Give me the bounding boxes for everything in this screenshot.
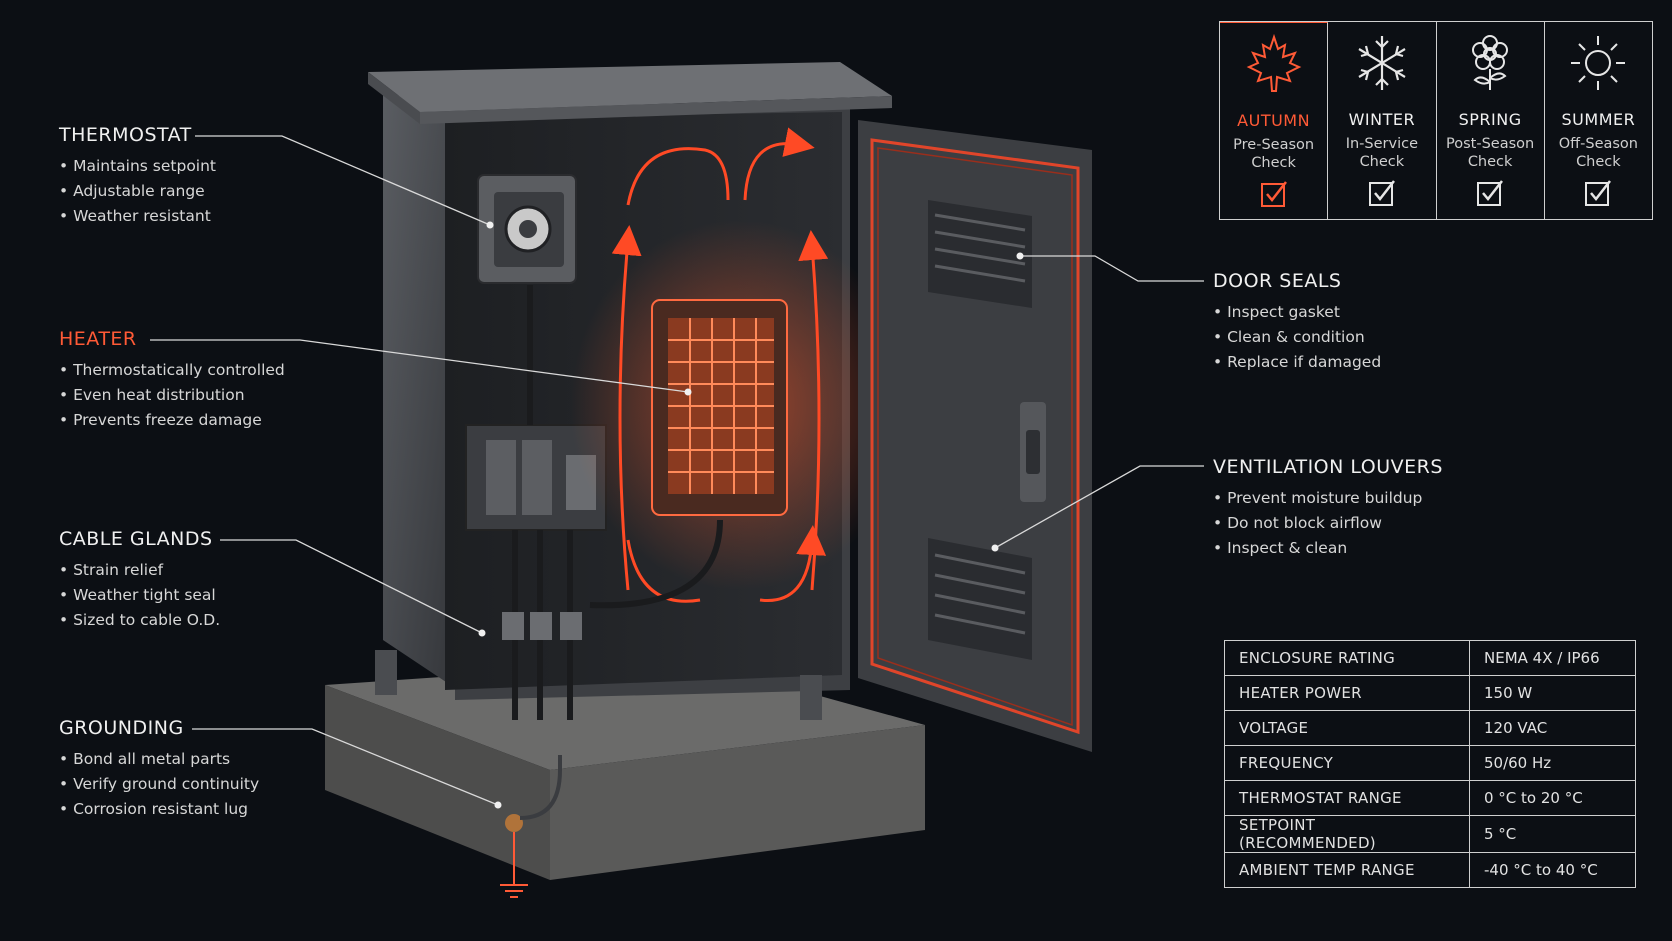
season-winter: WINTER In-Service Check xyxy=(1328,22,1437,219)
callout-bullets: Thermostatically controlled Even heat di… xyxy=(59,358,285,433)
season-name: SPRING xyxy=(1458,110,1522,129)
callout-title: THERMOSTAT xyxy=(59,124,192,146)
bullet-item: Adjustable range xyxy=(59,179,216,204)
callout-door-seals: DOOR SEALS Inspect gasket Clean & condit… xyxy=(1213,270,1381,375)
airflow-arrows xyxy=(611,127,829,603)
spec-value: -40 °C to 40 °C xyxy=(1469,852,1636,888)
callout-title: HEATER xyxy=(59,328,137,350)
bullet-item: Strain relief xyxy=(59,558,220,583)
callout-title: DOOR SEALS xyxy=(1213,270,1342,292)
bullet-item: Clean & condition xyxy=(1213,325,1381,350)
callout-title: GROUNDING xyxy=(59,717,184,739)
sun-icon xyxy=(1571,36,1626,90)
checkbox-checked-icon[interactable] xyxy=(1584,179,1612,207)
spec-label: ENCLOSURE RATING xyxy=(1224,640,1470,676)
callout-cable-glands: CABLE GLANDS Strain relief Weather tight… xyxy=(59,528,220,633)
spec-label: VOLTAGE xyxy=(1224,710,1470,746)
spec-value: 0 °C to 20 °C xyxy=(1469,780,1636,816)
callout-bullets: Prevent moisture buildup Do not block ai… xyxy=(1213,486,1443,561)
cabinet-leg xyxy=(375,650,397,695)
spec-label: THERMOSTAT RANGE xyxy=(1224,780,1470,816)
bullet-item: Do not block airflow xyxy=(1213,511,1443,536)
spec-value: 50/60 Hz xyxy=(1469,745,1636,781)
bullet-item: Inspect & clean xyxy=(1213,536,1443,561)
season-check-label: In-Service Check xyxy=(1345,136,1419,170)
callout-ventilation-louvers: VENTILATION LOUVERS Prevent moisture bui… xyxy=(1213,456,1443,561)
season-spring: SPRING Post-Season Check xyxy=(1437,22,1545,219)
callout-title: VENTILATION LOUVERS xyxy=(1213,456,1443,478)
season-check-label: Post-Season Check xyxy=(1446,136,1535,170)
ground-lug xyxy=(500,755,562,898)
season-check-label: Pre-Season Check xyxy=(1233,137,1315,171)
leader-lines xyxy=(150,135,1204,806)
bullet-item: Verify ground continuity xyxy=(59,772,259,797)
checkbox-checked-icon[interactable] xyxy=(1260,180,1288,208)
spec-value: 5 °C xyxy=(1469,815,1636,853)
season-summer: SUMMER Off-Season Check xyxy=(1545,22,1652,219)
callout-grounding: GROUNDING Bond all metal parts Verify gr… xyxy=(59,717,259,822)
table-row: SETPOINT (RECOMMENDED)5 °C xyxy=(1224,815,1636,853)
cabinet-leg xyxy=(800,675,822,720)
cabinet-door xyxy=(858,120,1092,752)
callout-heater: HEATER Thermostatically controlled Even … xyxy=(59,328,285,433)
bullet-item: Weather tight seal xyxy=(59,583,220,608)
bullet-item: Even heat distribution xyxy=(59,383,285,408)
callout-bullets: Strain relief Weather tight seal Sized t… xyxy=(59,558,220,633)
flower-icon xyxy=(1472,35,1509,90)
bullet-item: Corrosion resistant lug xyxy=(59,797,259,822)
spec-label: FREQUENCY xyxy=(1224,745,1470,781)
checkbox-checked-icon[interactable] xyxy=(1368,179,1396,207)
snowflake-icon xyxy=(1358,36,1406,90)
callout-bullets: Maintains setpoint Adjustable range Weat… xyxy=(59,154,216,229)
spec-value: 120 VAC xyxy=(1469,710,1636,746)
cable-glands xyxy=(502,612,582,640)
callout-bullets: Inspect gasket Clean & condition Replace… xyxy=(1213,300,1381,375)
table-row: AMBIENT TEMP RANGE-40 °C to 40 °C xyxy=(1224,852,1636,888)
season-name: WINTER xyxy=(1348,110,1416,129)
spec-value: NEMA 4X / IP66 xyxy=(1469,640,1636,676)
bullet-item: Inspect gasket xyxy=(1213,300,1381,325)
checkbox-checked-icon[interactable] xyxy=(1476,179,1504,207)
spec-label: HEATER POWER xyxy=(1224,675,1470,711)
bullet-item: Replace if damaged xyxy=(1213,350,1381,375)
bullet-item: Bond all metal parts xyxy=(59,747,259,772)
season-name: SUMMER xyxy=(1561,110,1636,129)
bullet-item: Prevents freeze damage xyxy=(59,408,285,433)
heater-unit xyxy=(651,299,788,516)
season-autumn: AUTUMN Pre-Season Check xyxy=(1220,22,1329,219)
bullet-item: Sized to cable O.D. xyxy=(59,608,220,633)
thermostat-device xyxy=(477,174,577,284)
maple-leaf-icon xyxy=(1246,33,1301,92)
bullet-item: Weather resistant xyxy=(59,204,216,229)
callout-title: CABLE GLANDS xyxy=(59,528,213,550)
spec-label: AMBIENT TEMP RANGE xyxy=(1224,852,1470,888)
bullet-item: Thermostatically controlled xyxy=(59,358,285,383)
bullet-item: Prevent moisture buildup xyxy=(1213,486,1443,511)
season-check-label: Off-Season Check xyxy=(1558,136,1638,170)
callout-bullets: Bond all metal parts Verify ground conti… xyxy=(59,747,259,822)
callout-thermostat: THERMOSTAT Maintains setpoint Adjustable… xyxy=(59,124,216,229)
seasonal-check-grid: AUTUMN Pre-Season Check WINTER In-Servic… xyxy=(1219,21,1653,220)
spec-label: SETPOINT (RECOMMENDED) xyxy=(1224,815,1470,853)
spec-value: 150 W xyxy=(1469,675,1636,711)
bullet-item: Maintains setpoint xyxy=(59,154,216,179)
season-name: AUTUMN xyxy=(1237,111,1311,130)
